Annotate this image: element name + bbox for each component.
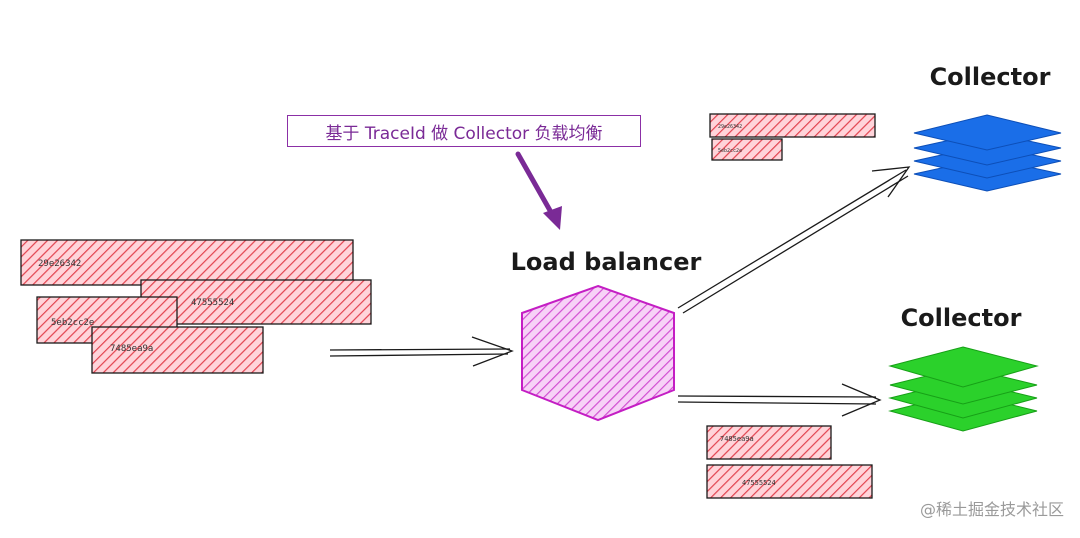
span-bar: 5eb2cc2e [711,138,783,161]
callout-arrow [515,151,562,230]
layer-stack-icon [913,114,1062,192]
arrow-to-top-collector [677,166,911,314]
span-bar: 7485ea9a [706,425,832,460]
load-balancer: Load balancer [511,248,702,422]
span-id-label: 5eb2cc2e [718,148,742,154]
collector-label: Collector [930,63,1051,91]
arrow-to-load-balancer [329,336,514,367]
span-id-label: 47555524 [191,298,234,308]
collector-bottom: Collector [888,304,1039,432]
callout-box: 基于 TraceId 做 Collector 负载均衡 [287,115,641,147]
span-id-label: 7485ea9a [110,344,153,354]
span-bar: 29e26342 [709,113,876,138]
span-id-label: 47555524 [742,479,776,487]
span-bar: 47555524 [706,464,873,499]
span-bar: 47555524 [140,279,372,325]
collector-top: Collector [913,63,1062,192]
span-id-label: 7485ea9a [720,435,754,443]
span-bar: 29e26342 [20,239,354,286]
watermark: @稀土掘金技术社区 [919,500,1064,519]
collector-label: Collector [901,304,1022,332]
top-output-spans: 29e26342 5eb2cc2e [709,113,876,161]
arrow-to-bottom-collector [677,383,882,417]
span-id-label: 5eb2cc2e [51,318,94,328]
span-id-label: 29e26342 [718,124,742,130]
load-balancer-label: Load balancer [511,248,702,276]
layer-stack-icon [888,346,1039,432]
bottom-output-spans: 7485ea9a 47555524 [706,425,873,499]
span-bar: 7485ea9a [91,326,264,374]
span-id-label: 29e26342 [38,259,81,269]
incoming-spans: 29e26342 47555524 5eb2cc2e 7485ea9a [20,239,372,374]
